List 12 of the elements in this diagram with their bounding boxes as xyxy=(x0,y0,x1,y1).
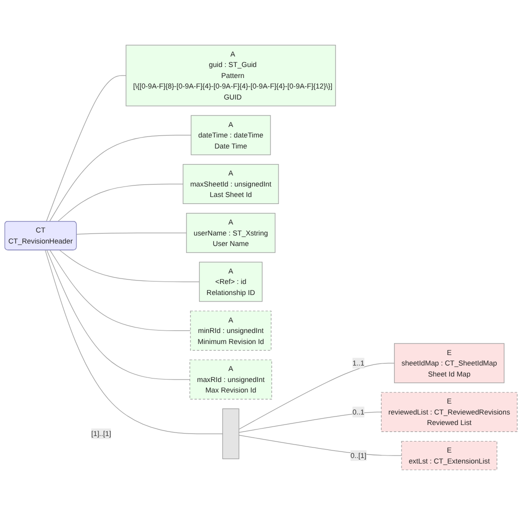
connector xyxy=(57,184,184,222)
connector xyxy=(44,250,223,434)
connector xyxy=(46,250,190,380)
connector xyxy=(238,434,402,456)
connector xyxy=(238,362,395,430)
connector xyxy=(50,250,191,331)
connector xyxy=(238,412,382,433)
connector xyxy=(46,75,126,222)
node-box xyxy=(222,408,240,460)
connector xyxy=(59,250,200,282)
connector xyxy=(49,134,192,222)
connector xyxy=(76,232,187,235)
